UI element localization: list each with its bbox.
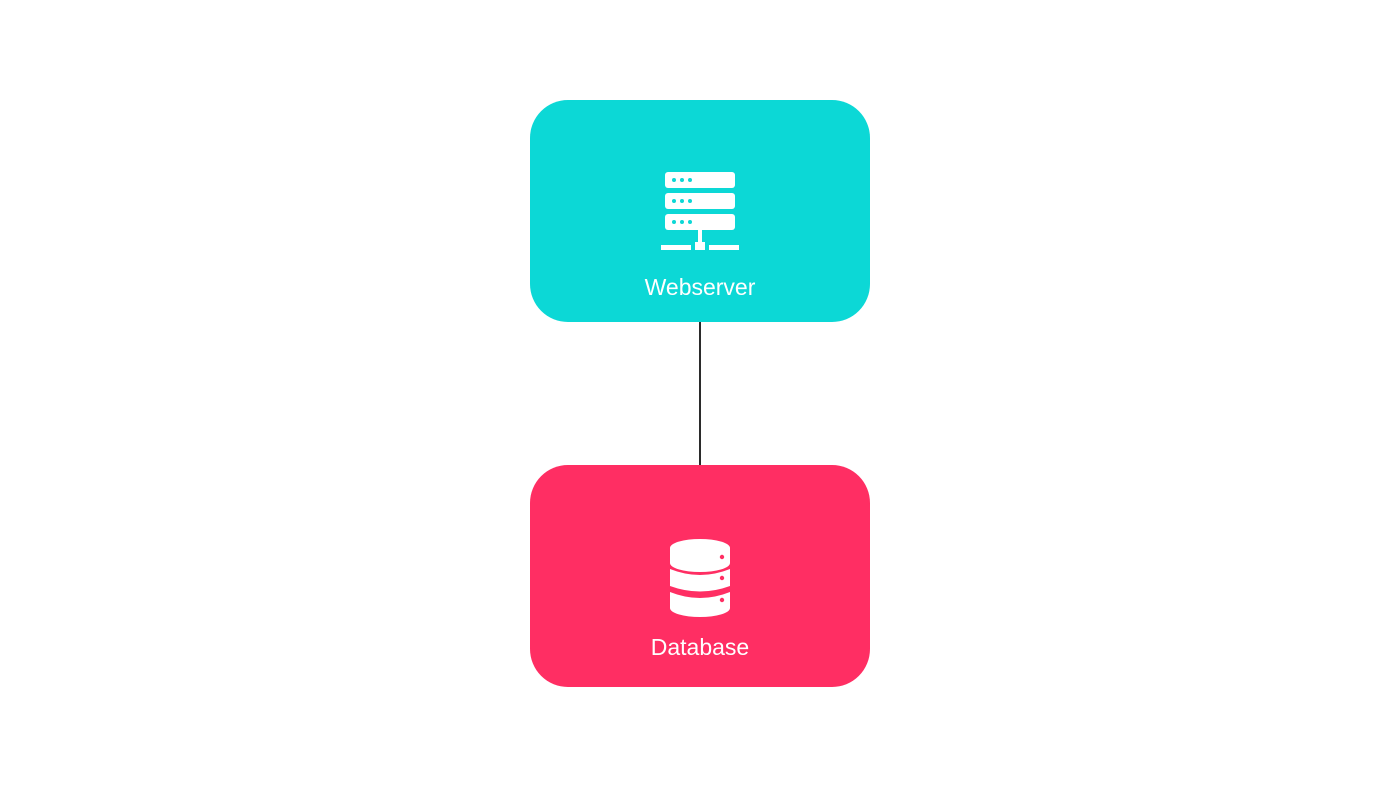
database-label: Database <box>650 634 750 660</box>
webserver-database-connector <box>699 322 701 465</box>
webserver-node[interactable]: Webserver <box>530 100 870 322</box>
webserver-label: Webserver <box>644 274 756 300</box>
database-node[interactable]: Database <box>530 465 870 687</box>
database-icon <box>670 539 730 617</box>
server-rack-icon <box>661 172 739 250</box>
